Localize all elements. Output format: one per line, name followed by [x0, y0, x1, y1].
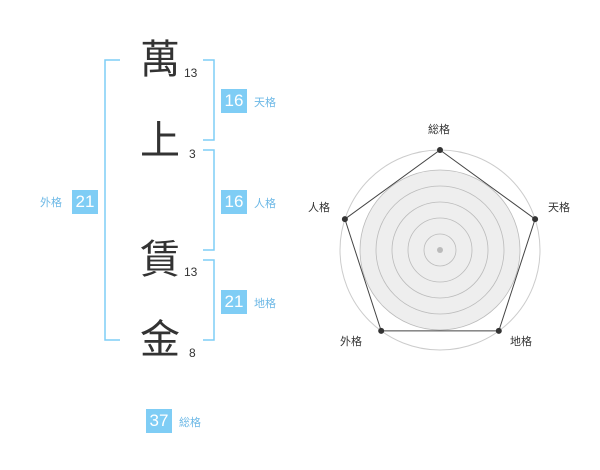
- radar-point-3: [495, 327, 502, 334]
- gaikaku-badge: 21: [72, 190, 98, 214]
- radar-point-5: [341, 216, 348, 223]
- radar-axis-label-chikaku: 地格: [510, 335, 532, 348]
- chikaku-badge: 21: [221, 290, 247, 314]
- radar-ring: [391, 201, 489, 299]
- stroke-count-1: 13: [184, 66, 198, 80]
- radar-ring: [407, 217, 473, 283]
- tenkaku-badge: 16: [221, 89, 247, 113]
- tenkaku-bracket: [203, 59, 215, 141]
- jinkaku-bracket: [203, 149, 215, 251]
- soukaku-label: 総格: [179, 416, 201, 429]
- stroke-count-2: 3: [189, 147, 196, 161]
- chikaku-label: 地格: [254, 297, 276, 310]
- radar-axis-label-tenkaku: 天格: [548, 201, 570, 214]
- soukaku-badge: 37: [146, 409, 172, 433]
- jinkaku-label: 人格: [254, 197, 276, 210]
- radar-axis-label-soukaku: 総格: [428, 123, 450, 136]
- radar-axis-label-gaikaku: 外格: [340, 335, 362, 348]
- radar-point-2: [532, 216, 539, 223]
- chikaku-bracket: [203, 259, 215, 341]
- stroke-count-3: 13: [184, 265, 198, 279]
- jinkaku-badge: 16: [221, 190, 247, 214]
- radar-center-dot: [437, 247, 443, 253]
- radar-value-polygon: [344, 149, 536, 332]
- name-char-2: 上: [140, 118, 180, 164]
- radar-point-1: [437, 147, 443, 153]
- gaikaku-bracket: [104, 59, 120, 341]
- radar-ring: [423, 233, 457, 267]
- tenkaku-label: 天格: [254, 96, 276, 109]
- name-char-4: 金: [140, 317, 180, 363]
- radar-ring: [375, 185, 505, 315]
- radar-axis-label-jinkaku: 人格: [308, 201, 330, 214]
- name-char-3: 賃: [140, 237, 180, 283]
- gaikaku-label: 外格: [40, 196, 62, 209]
- stroke-count-4: 8: [189, 346, 196, 360]
- radar-point-4: [378, 327, 385, 334]
- name-char-1: 萬: [140, 37, 180, 83]
